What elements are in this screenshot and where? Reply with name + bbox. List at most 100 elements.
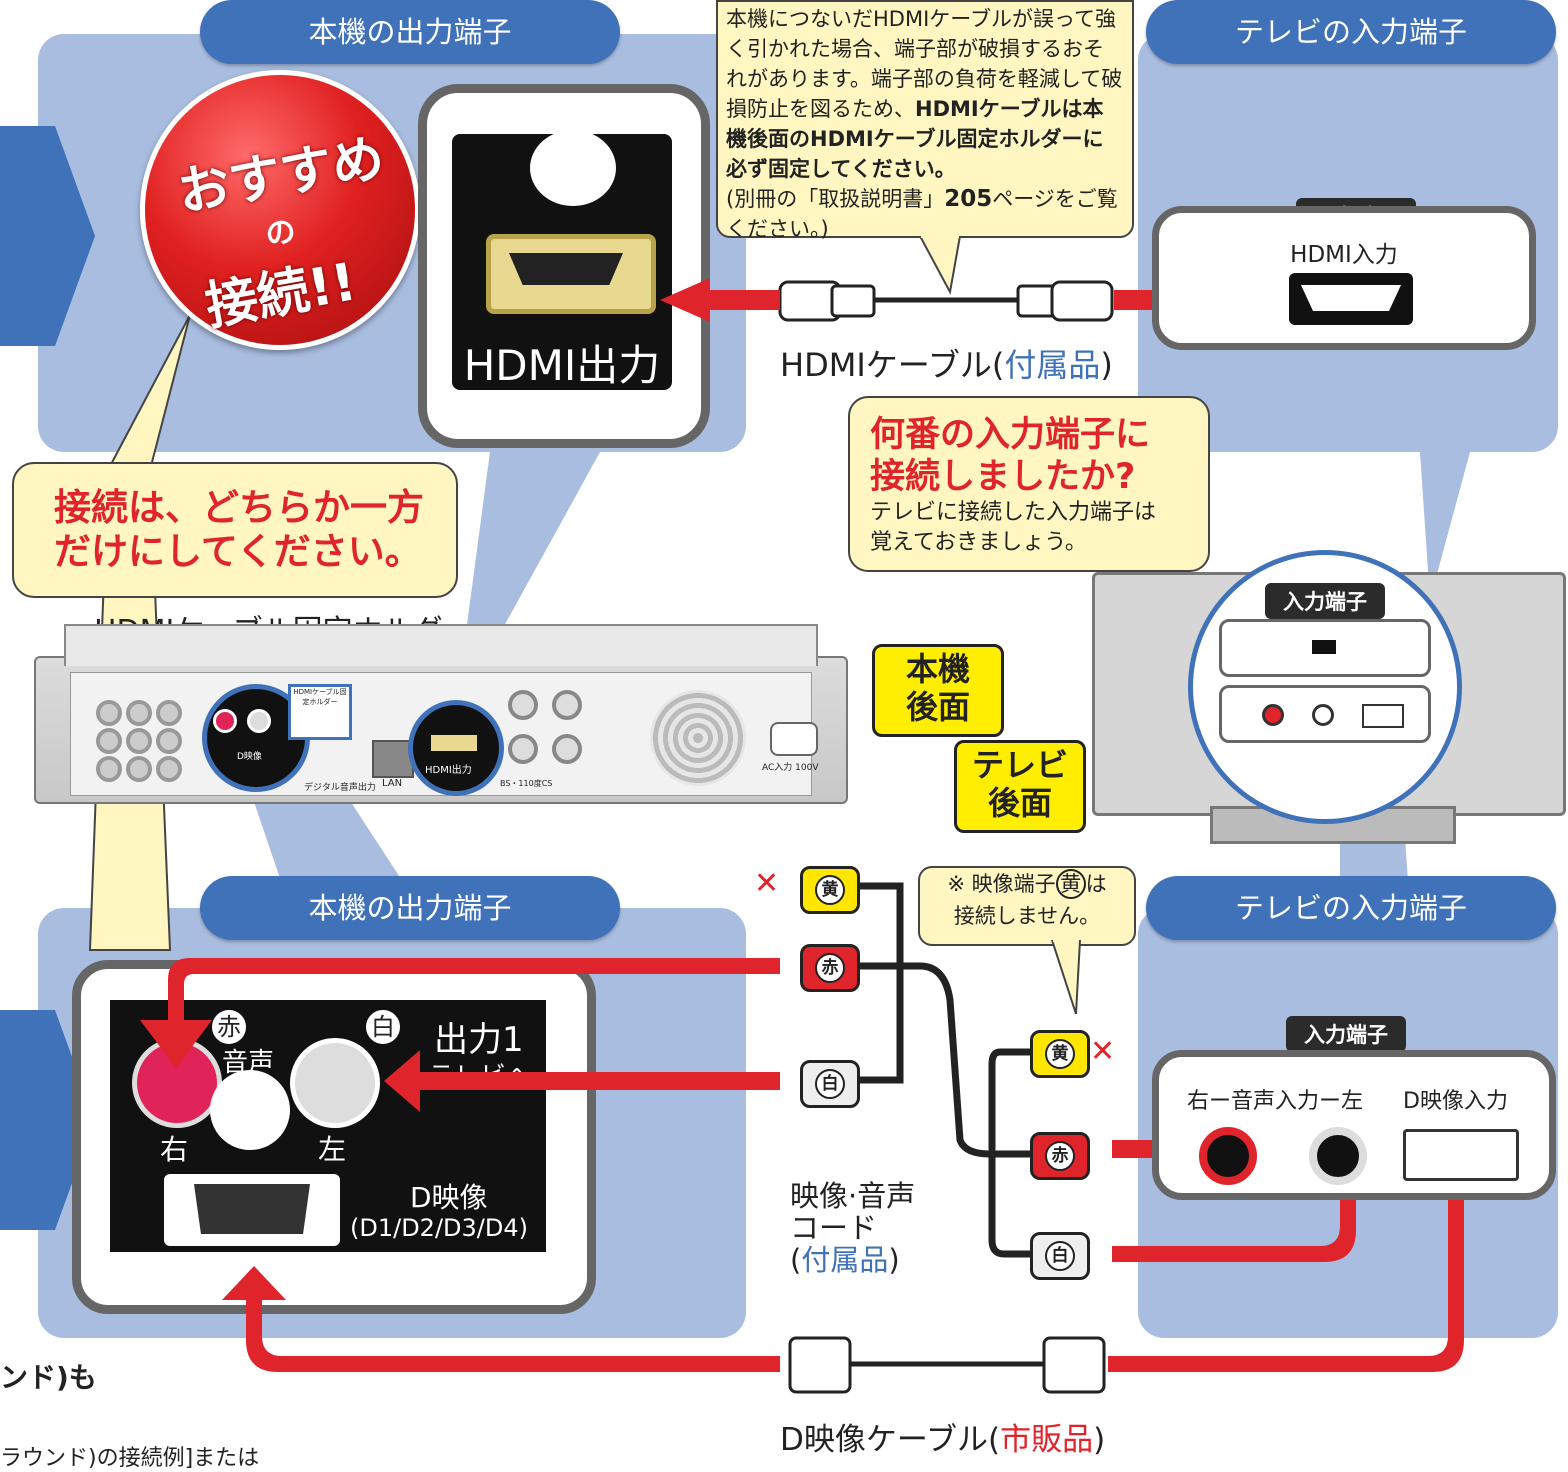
tv-d-input-port [1403, 1129, 1519, 1181]
hdmi-input-label: HDMI入力 [1290, 242, 1398, 268]
hdmi-cable-text: HDMIケーブル( [780, 346, 1005, 384]
warning-ref: (別冊の「取扱説明書」 [726, 187, 945, 211]
question-callout: 何番の入力端子に 接続しましたか? テレビに接続した入力端子は 覚えておきましょ… [848, 396, 1210, 572]
left-arrow-top [0, 126, 95, 346]
tv-rear-zoom-circle: 入力端子 [1188, 550, 1462, 824]
rear-hdmi-label: HDMI出力 [425, 765, 472, 776]
white-plug-bottom-mark: 白 [1045, 1241, 1075, 1271]
rear-lan-label: LAN [382, 778, 403, 789]
video-note-circle: 黄 [1055, 869, 1086, 899]
right-label: 右 [160, 1133, 189, 1166]
white-circle-label: 白 [364, 1008, 402, 1046]
hdmi-cable-close: ) [1100, 346, 1113, 384]
tab-tv-input-bottom: テレビの入力端子 [1146, 876, 1556, 940]
rear-fan [650, 690, 746, 786]
rear-holder-box: HDMIケーブル固定ホルダー [288, 684, 352, 740]
video-note-b: は [1085, 872, 1107, 896]
rear-d-label: D映像 [237, 752, 262, 762]
tv-rear-hdmi-port [1219, 619, 1431, 677]
tv-rear-line1: テレビ [971, 746, 1068, 784]
question-title-2: 接続しましたか? [870, 457, 1136, 497]
d-types-label: (D1/D2/D3/D4) [350, 1214, 528, 1242]
left-arrow-bottom [0, 1010, 95, 1230]
av-cord-line1: 映像·音声 [790, 1179, 916, 1213]
d-cable-close: ) [1093, 1422, 1106, 1458]
video-note-callout: ※ 映像端子黄は 接続しません。 [918, 866, 1136, 946]
tab-unit-output-bottom: 本機の出力端子 [200, 876, 620, 940]
warning-ref-end: ページをご覧ください。) [726, 187, 1118, 241]
hdmi-cable-label: HDMIケーブル(付属品) [780, 340, 1113, 386]
either-one-callout: 接続は、どちらか一方 だけにしてください。 [12, 462, 458, 598]
warning-text: 本機につないだHDMIケーブルが誤って強く引かれた場合、端子部が破損するおそれが… [726, 7, 1123, 121]
mount-hole-round [210, 1070, 290, 1150]
tv-bottom-input-card: 右ー音声入力ー左 D映像入力 [1152, 1050, 1556, 1200]
left-label: 左 [318, 1133, 347, 1166]
x-mark-top: ✕ [754, 866, 780, 901]
either-line2: だけにしてください。 [54, 530, 422, 573]
hdmi-output-label: HDMI出力 [463, 341, 661, 390]
either-line1: 接続は、どちらか一方 [54, 486, 424, 529]
yellow-plug-top-mark: 黄 [815, 875, 845, 905]
red-plug-bottom: 赤 [1030, 1132, 1090, 1180]
yellow-plug-top: 黄 [800, 866, 860, 914]
rear-holder-text: HDMIケーブル固定ホルダー [293, 688, 347, 706]
d-video-label: D映像 [410, 1181, 488, 1214]
white-plug-bottom: 白 [1030, 1232, 1090, 1280]
yellow-plug-bottom-mark: 黄 [1045, 1039, 1075, 1069]
red-plug-top-mark: 赤 [815, 953, 845, 983]
unit-rear-sign: 本機 後面 [872, 644, 1004, 737]
question-title-1: 何番の入力端子に [870, 415, 1151, 455]
white-plug-top: 白 [800, 1060, 860, 1108]
audio-input-label: 右ー音声入力ー左 [1187, 1089, 1364, 1114]
warning-bold: HDMIケーブルは本機後面のHDMIケーブル固定ホルダーに必ず固定してください。 [726, 97, 1104, 181]
question-body-2: 覚えておきましょう。 [870, 530, 1087, 555]
av-cord-close: ) [888, 1243, 900, 1277]
red-plug-bottom-mark: 赤 [1045, 1141, 1075, 1171]
d-connector-icon [164, 1174, 340, 1246]
recommend-badge: おすすめ の 接続!! [140, 70, 420, 350]
audio-label: 音声 [222, 1048, 275, 1078]
d-cable-label: D映像ケーブル(市販品) [780, 1414, 1105, 1459]
hdmi-cable-accessory: 付属品 [1004, 346, 1101, 384]
tv-rear-av-ports [1219, 685, 1431, 743]
d-cable-text: D映像ケーブル( [780, 1422, 1001, 1458]
hdmi-warning-note: 本機につないだHDMIケーブルが誤って強く引かれた場合、端子部が破損するおそれが… [716, 0, 1134, 241]
tab-tv-input-top: テレビの入力端子 [1146, 0, 1556, 64]
cut-text-1: ンド)も [0, 1361, 97, 1394]
video-note-line2: 接続しません。 [953, 904, 1101, 928]
rear-ac-inlet [770, 722, 818, 756]
d-cable-sold: 市販品 [1000, 1422, 1094, 1458]
warning-page: 205 [944, 186, 993, 212]
tv-white-jack [1309, 1127, 1367, 1185]
hdmi-output-plate: HDMI出力 [452, 130, 672, 390]
hdmi-port-icon [486, 234, 656, 314]
white-plug-top-mark: 白 [815, 1069, 845, 1099]
tv-rear-line2: 後面 [987, 784, 1052, 822]
unit-rear-line1: 本機 [905, 650, 970, 688]
cut-text-2: ラウンド)の接続例]または [0, 1446, 260, 1471]
mount-hole [530, 130, 616, 206]
tv-wedge-top [1420, 452, 1470, 600]
bottom-wedge [250, 770, 420, 908]
tv-red-jack [1199, 1127, 1257, 1185]
yellow-plug-bottom: 黄 [1030, 1030, 1090, 1078]
x-mark-bottom: ✕ [1090, 1034, 1116, 1069]
rear-digital-label: デジタル音声出力 [304, 783, 376, 793]
av-output-plate: 赤 白 音声 右 左 出力1 テレビへ D映像 (D1/D2/D3/D4) [110, 1000, 546, 1252]
video-note-a: ※ 映像端子 [947, 872, 1056, 896]
av-cord-open: ( [790, 1243, 802, 1277]
av-cord-accessory: 付属品 [801, 1243, 889, 1277]
rear-antenna-jacks [508, 690, 582, 780]
tv-rear-sign: テレビ 後面 [954, 740, 1086, 833]
av-cord-line2: コード [790, 1211, 878, 1245]
rear-lan-port [372, 740, 414, 778]
rear-rca-jacks [96, 700, 196, 782]
rear-bs-label: BS・110度CS [500, 779, 553, 788]
rear-ac-label: AC入力 100V [762, 763, 819, 773]
red-circle-label: 赤 [210, 1008, 248, 1046]
hdmi-input-port-icon [1289, 273, 1413, 325]
video-note-tail [1050, 940, 1082, 1015]
tv-rear-badge: 入力端子 [1265, 583, 1385, 619]
tab-unit-output-top: 本機の出力端子 [200, 0, 620, 64]
